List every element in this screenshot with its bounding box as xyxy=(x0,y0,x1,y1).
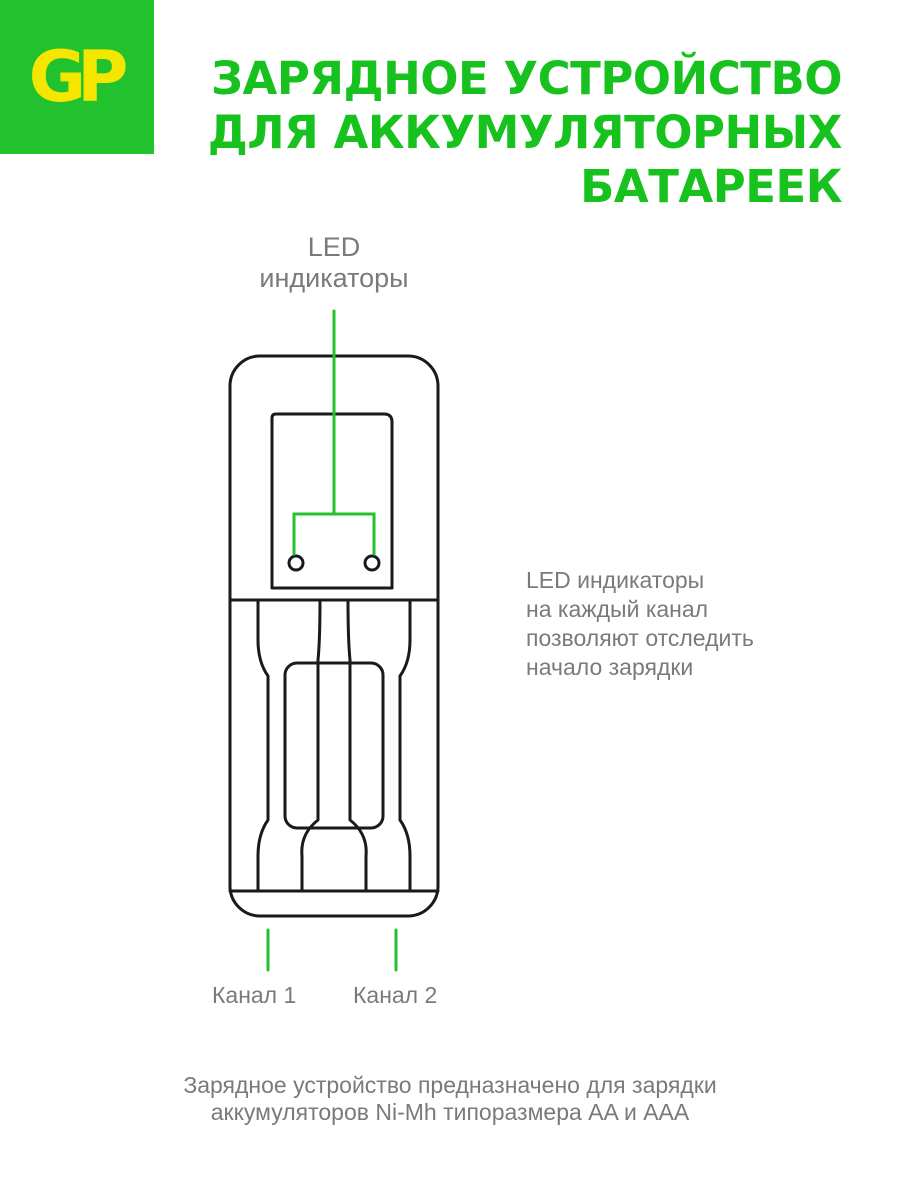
title-line-2: ДЛЯ АККУМУЛЯТОРНЫХ xyxy=(207,106,843,159)
led-callout-branch xyxy=(292,512,376,556)
led-label-line-2: индикаторы xyxy=(259,263,409,293)
led-label-line-1: LED xyxy=(307,232,361,262)
center-contact xyxy=(283,661,385,830)
footer-line-2: аккумуляторов Ni-Mh типоразмера AA и AAA xyxy=(210,1099,690,1125)
led-description-line-2: на каждый канал xyxy=(526,596,709,622)
led-dot-2 xyxy=(363,554,381,572)
channel-1-label: Канал 1 xyxy=(212,982,297,1008)
led-description: LED индикаторы на каждый канал позволяют… xyxy=(526,566,866,682)
footer-description: Зарядное устройство предназначено для за… xyxy=(40,1072,860,1126)
led-window xyxy=(270,412,394,590)
led-indicators-label: LED индикаторы xyxy=(214,232,454,294)
title-line-1: ЗАРЯДНОЕ УСТРОЙСТВО xyxy=(211,52,842,105)
brand-logo: GP xyxy=(0,0,154,154)
battery-slot-1 xyxy=(256,598,322,893)
led-description-line-3: позволяют отследить xyxy=(526,625,754,651)
title-line-3: БАТАРЕЕК xyxy=(580,160,842,213)
brand-logo-text: GP xyxy=(28,36,129,118)
footer-line-1: Зарядное устройство предназначено для за… xyxy=(183,1072,717,1098)
battery-slot-2 xyxy=(346,598,412,893)
led-description-line-1: LED индикаторы xyxy=(526,567,705,593)
led-description-line-4: начало зарядки xyxy=(526,654,694,680)
page-title: ЗАРЯДНОЕ УСТРОЙСТВО ДЛЯ АККУМУЛЯТОРНЫХ Б… xyxy=(202,52,843,214)
channel-2-label: Канал 2 xyxy=(353,982,438,1008)
led-dot-1 xyxy=(287,554,305,572)
